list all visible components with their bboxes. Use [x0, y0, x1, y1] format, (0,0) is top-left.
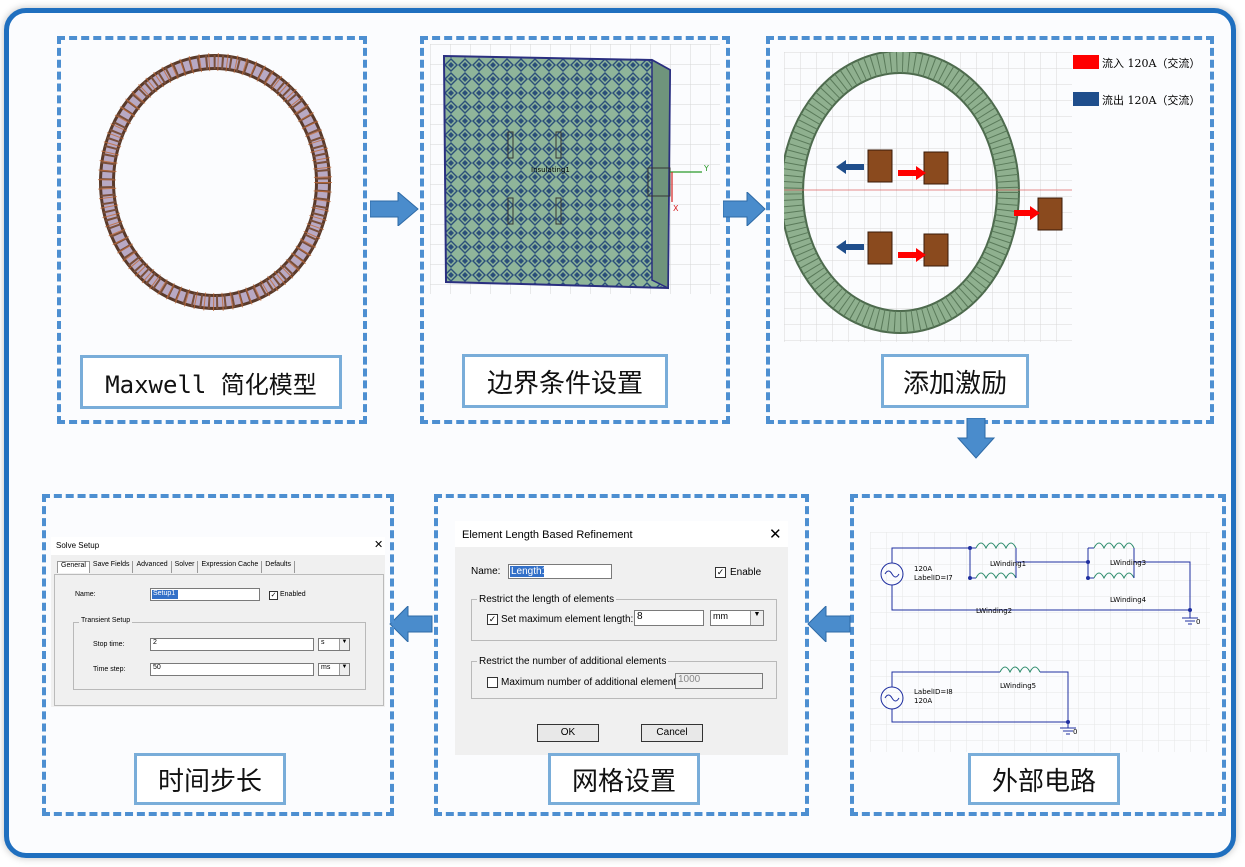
arrow-down: [956, 418, 996, 459]
stop-unit-select[interactable]: s▼: [318, 638, 350, 651]
step-label-circuit: 外部电路: [968, 753, 1120, 805]
mesh-name-value: Length1: [511, 566, 548, 577]
solve-name-label: Name:: [75, 591, 96, 598]
solve-dialog-title: Solve Setup: [56, 541, 100, 550]
solve-name-value: Setup1: [153, 590, 176, 597]
winding-1: LWinding1: [990, 560, 1027, 568]
unit-select[interactable]: mm ▼: [710, 610, 764, 626]
stop-unit-value: s: [321, 639, 325, 646]
ok-button[interactable]: OK: [537, 724, 599, 742]
tab-solver[interactable]: Solver: [172, 561, 199, 573]
panel-boundary: [420, 36, 730, 424]
tab-content: [54, 574, 384, 706]
boundary-grid: [430, 44, 720, 294]
step-label-model: Maxwell 简化模型: [80, 355, 342, 409]
mesh-dialog: Element Length Based Refinement ✕ Name: …: [455, 521, 788, 755]
group-restrict-number-title: Restrict the number of additional elemen…: [477, 656, 669, 667]
chevron-down-icon[interactable]: ▼: [339, 664, 349, 675]
panel-timestep: [42, 494, 394, 816]
winding-3: LWinding3: [1110, 559, 1147, 567]
step-label-timestep: 时间步长: [134, 753, 286, 805]
src1-label: LabelID=I7: [914, 574, 953, 582]
stop-time-input[interactable]: 2: [150, 638, 314, 651]
legend-swatch-out: [1073, 92, 1099, 106]
arrow-right-2: [723, 192, 766, 226]
step-unit-value: ms: [321, 664, 331, 671]
step-label-boundary: 边界条件设置: [462, 354, 668, 408]
time-step-input[interactable]: 50: [150, 663, 314, 676]
chevron-down-icon[interactable]: ▼: [339, 639, 349, 650]
step-label-mesh: 网格设置: [548, 753, 700, 805]
group-restrict-length: [471, 599, 777, 641]
gnd-1: 0: [1196, 618, 1201, 626]
winding-4: LWinding4: [1110, 596, 1147, 604]
set-max-label: Set maximum element length:: [501, 614, 634, 625]
tab-expression-cache[interactable]: Expression Cache: [198, 561, 263, 573]
src2-current: 120A: [914, 697, 933, 705]
tab-save-fields[interactable]: Save Fields: [90, 561, 134, 573]
close-icon[interactable]: ✕: [374, 539, 384, 551]
enable-label: Enable: [730, 567, 762, 578]
max-length-input[interactable]: 8: [634, 610, 704, 626]
axis-y-label: Y: [704, 164, 709, 173]
tab-bar: General Save Fields Advanced Solver Expr…: [57, 561, 295, 573]
tab-defaults[interactable]: Defaults: [262, 561, 295, 573]
tab-general[interactable]: General: [57, 561, 90, 573]
arrow-left-2: [389, 606, 433, 642]
solve-name-highlight: [152, 590, 178, 599]
set-max-checkbox[interactable]: ✓: [487, 614, 498, 625]
panel-circuit: [850, 494, 1226, 816]
cancel-button[interactable]: Cancel: [641, 724, 703, 742]
axis-x-label: X: [673, 204, 679, 213]
group-restrict-length-title: Restrict the length of elements: [477, 594, 617, 605]
panel-excitation: [766, 36, 1214, 424]
close-icon[interactable]: ✕: [769, 526, 782, 543]
src2-label: LabelID=I8: [914, 688, 953, 696]
arrow-left-1: [807, 606, 851, 642]
max-num-input[interactable]: 1000: [675, 673, 763, 689]
max-num-checkbox[interactable]: [487, 677, 498, 688]
group-transient-title: Transient Setup: [79, 617, 133, 624]
enabled-checkbox[interactable]: ✓: [269, 591, 278, 600]
group-transient: [73, 622, 366, 690]
winding-5: LWinding5: [1000, 682, 1037, 690]
max-num-label: Maximum number of additional elements:: [501, 677, 684, 688]
mesh-name-label: Name:: [471, 566, 501, 577]
legend-swatch-in: [1073, 55, 1099, 69]
src1-current: 120A: [914, 565, 933, 573]
chevron-down-icon[interactable]: ▼: [750, 611, 763, 625]
unit-value: mm: [713, 611, 728, 621]
solve-dialog: Solve Setup ✕ General Save Fields Advanc…: [51, 537, 385, 707]
step-unit-select[interactable]: ms ▼: [318, 663, 350, 676]
panel-mesh: [434, 494, 809, 816]
excitation-scene: [784, 52, 1072, 342]
enable-checkbox[interactable]: ✓: [715, 567, 726, 578]
legend-in: 流入 120A（交流）: [1102, 57, 1201, 70]
stop-time-label: Stop time:: [93, 641, 125, 648]
step-label-excitation: 添加激励: [881, 354, 1029, 408]
mesh-name-highlight: [510, 566, 544, 577]
circuit-schematic: [870, 532, 1210, 752]
legend-out: 流出 120A（交流）: [1102, 94, 1201, 107]
enabled-label: Enabled: [280, 591, 306, 598]
panel-model: [57, 36, 367, 424]
gnd-2: 0: [1073, 728, 1078, 736]
arrow-right-1: [370, 192, 419, 226]
winding-2: LWinding2: [976, 607, 1013, 615]
boundary-tag: Insulating1: [531, 166, 570, 174]
mesh-dialog-title: Element Length Based Refinement: [462, 529, 633, 541]
time-step-label: Time step:: [93, 666, 126, 673]
tab-advanced[interactable]: Advanced: [133, 561, 172, 573]
coil-ring-model: [98, 53, 332, 311]
